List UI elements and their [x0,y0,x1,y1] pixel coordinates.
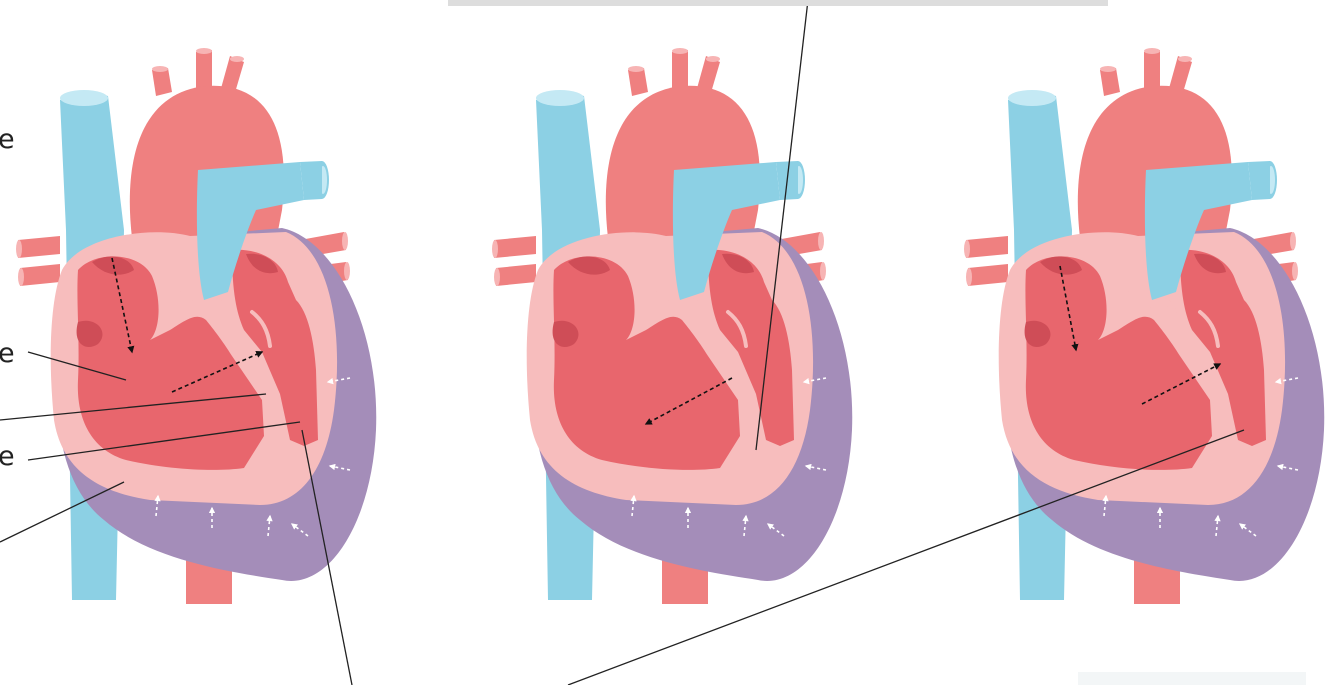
heart-illustration [492,48,852,604]
heart-panel-3 [964,48,1324,604]
heart-panel-2 [492,48,852,604]
watermark [1078,672,1306,685]
heart-illustration [16,48,376,604]
heart-illustration [964,48,1324,604]
cropped-heading [448,0,1108,6]
label-fragment: e [0,443,15,470]
heart-panel-1 [16,48,376,604]
label-fragment: e [0,126,15,153]
label-fragment: e [0,340,15,367]
